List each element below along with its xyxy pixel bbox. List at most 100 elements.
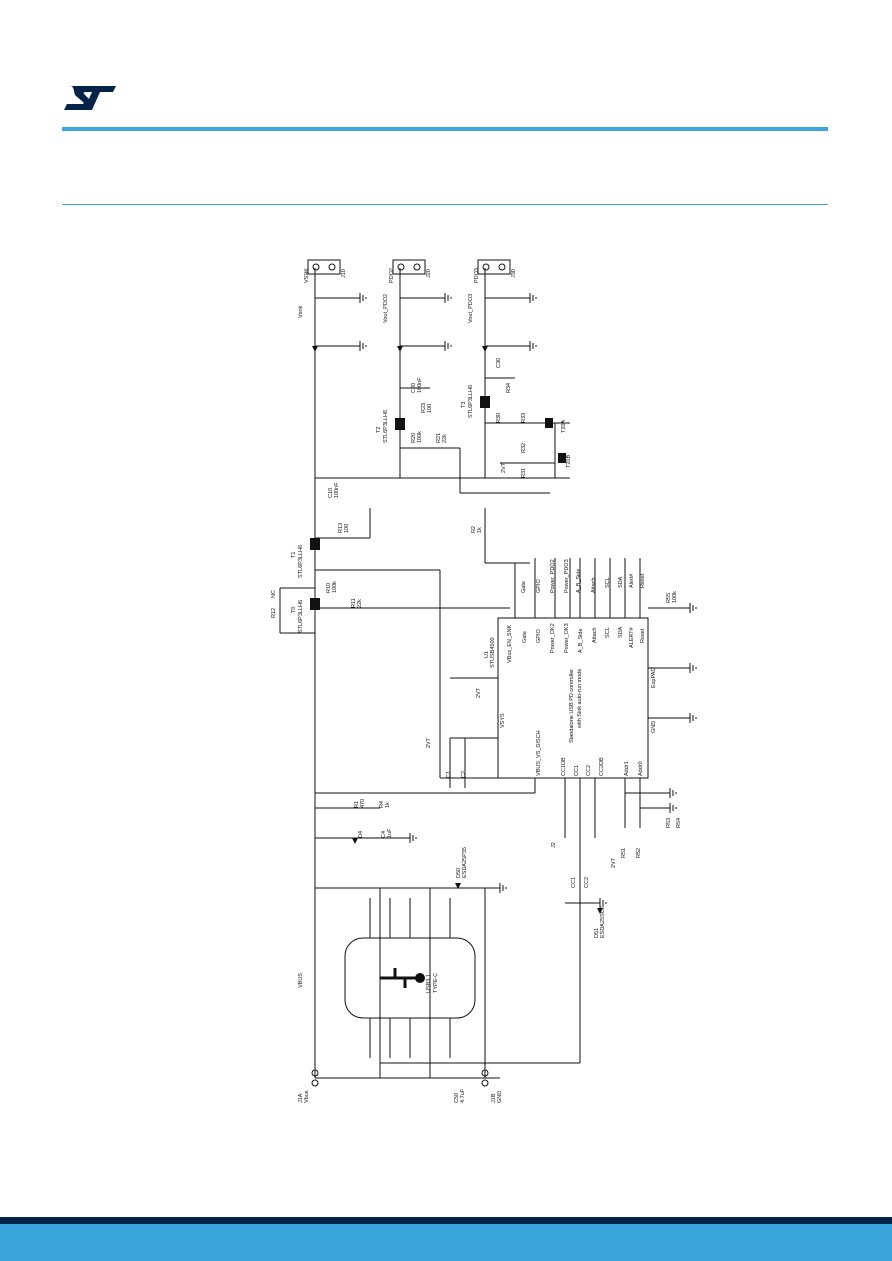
st-logo: [64, 86, 116, 110]
c20-val: 100nF: [417, 377, 423, 393]
r2-label: R2: [471, 526, 477, 533]
j2-label: J2: [551, 842, 557, 848]
net-vsnk-label: Vsnk: [298, 306, 304, 318]
ic-pin-vbus-vs-disch: VBUS_VS_DISCH: [536, 730, 542, 776]
j1b-label: J1B: [491, 1093, 497, 1103]
t3-label: T3: [461, 402, 467, 408]
r53-label: R53: [666, 818, 672, 828]
d51-label: D51: [594, 928, 600, 938]
r20-label: R20: [411, 433, 417, 443]
ic-designator: U1: [484, 651, 490, 658]
r52-label: R52: [636, 848, 642, 858]
ic-pin-attach: Attach: [592, 627, 598, 643]
c50-label: C50: [454, 1093, 460, 1103]
conn-pdo3-label: PDO3: [474, 268, 480, 283]
usb-type: TYPE-C: [433, 973, 439, 993]
ic-pin-gnd: GND: [651, 721, 657, 733]
r23-label: R23: [421, 403, 427, 413]
c30-label: C30: [496, 358, 502, 368]
ic-pin-cc1db: CC1DB: [561, 757, 567, 776]
r12-label: R12: [271, 608, 277, 618]
ic-pin-cc2: CC2: [586, 765, 592, 776]
d50-part: ESDA25P35: [462, 847, 468, 878]
r33-label: R33: [521, 413, 527, 423]
ic-pin-sda: SDA: [618, 626, 624, 638]
ic-pin-cc2db: CC2DB: [599, 757, 605, 776]
t3-part-label: STL6P3LLH6: [468, 385, 474, 418]
c2-label: C2: [461, 771, 467, 778]
net-cc2: CC2: [584, 877, 590, 888]
r4-label: R4: [379, 801, 385, 808]
ic-pin-gpio: GPIO: [536, 629, 542, 643]
schematic-diagram: Vsnk Vout_PDO2 Vout_PDO3 VSNK PDO2 PDO3 …: [271, 259, 697, 1103]
ic-pin-exppad: ExpPAD: [651, 668, 657, 688]
c4-val: 1uF: [387, 828, 393, 838]
r54-label: R54: [676, 818, 682, 828]
conn-j10-label: J10: [341, 269, 347, 278]
usb-name: USB3.1: [426, 974, 432, 993]
footer-band: [0, 1224, 892, 1261]
ic-pin-gate: Gate: [522, 631, 528, 643]
ic-desc-line2: with Sink auto-run mode: [577, 669, 583, 729]
r34-label: R34: [506, 383, 512, 393]
t2-label: T2: [376, 427, 382, 433]
conn-j30-label: J30: [511, 269, 517, 278]
r21-label: R21: [436, 433, 442, 443]
net-power-pdo2: Power_PDO2: [550, 559, 556, 593]
r10-val: 100k: [332, 581, 338, 593]
r11-val: 22k: [357, 599, 363, 608]
r23-val: 100: [427, 404, 433, 413]
t20b-label: T20B: [566, 455, 572, 468]
ic-pin-cc1: CC1: [574, 765, 580, 776]
j1a-label: J1A: [298, 1093, 304, 1103]
r4-val: 1k: [385, 802, 391, 808]
net-2v7-d: 2V7: [611, 858, 617, 868]
conn-pdo2-label: PDO2: [389, 268, 395, 283]
section-rule: [62, 204, 828, 205]
ic-pin-vbus-en-snk: VBus_EN_SNK: [507, 624, 513, 663]
r11-label: R11: [351, 598, 357, 608]
t1-label: T1: [291, 552, 297, 558]
ic-pin-scl: SCL: [605, 627, 611, 638]
t2-part-label: STL6P3LLH6: [383, 410, 389, 443]
c1-label: C1: [446, 771, 452, 778]
j1a-sub: Vbus: [304, 1090, 310, 1103]
header-rule: [62, 127, 828, 131]
r13-val: 100: [344, 524, 350, 533]
net-alert: Alert#: [629, 573, 635, 588]
r1-label: R1: [354, 801, 360, 808]
net-gate: Gate: [521, 581, 527, 593]
net-a-b-side: A_B_Side: [576, 569, 582, 593]
t0-part-label: STL6P3LLH6: [298, 600, 304, 633]
c20-label: C20: [411, 383, 417, 393]
r20-val: 100k: [417, 431, 423, 443]
net-attach: Attach: [591, 577, 597, 593]
net-reset: Reset: [640, 573, 646, 588]
c10-val: 100nF: [334, 482, 340, 498]
r55-val: 100k: [672, 591, 678, 603]
footer-band-dark: [0, 1217, 892, 1224]
ic-pin-alert: ALERT#: [629, 626, 635, 648]
ic-pin-reset: Reset: [640, 628, 646, 643]
r12-note: NC: [271, 590, 277, 598]
r21-val: 22k: [442, 434, 448, 443]
net-sda: SDA: [618, 576, 624, 588]
c50-val: 4.7uF: [460, 1088, 466, 1103]
r1-val: 470: [360, 799, 366, 808]
r13-label: R13: [338, 523, 344, 533]
d4-label: D4: [358, 831, 364, 838]
net-cc1: CC1: [571, 877, 577, 888]
net-vout-pdo3-label: Vout_PDO3: [468, 294, 474, 323]
net-power-pdo3: Power_PDO3: [564, 559, 570, 593]
r2-val: 1k: [477, 527, 483, 533]
net-vout-pdo2-label: Vout_PDO2: [383, 294, 389, 323]
ic-pin-addr0: Addr0: [638, 761, 644, 776]
ic-pin-a-b-side: A_B_Side: [578, 629, 584, 653]
net-2v7-c: 2V7: [501, 463, 507, 473]
ic-pin-addr1: Addr1: [624, 761, 630, 776]
d51-part: ESDA25SC6: [600, 906, 606, 938]
c10-label: C10: [328, 488, 334, 498]
net-gpio: GPIO: [536, 579, 542, 593]
j1b-sub: GND: [497, 1091, 503, 1103]
net-scl: SCL: [605, 577, 611, 588]
